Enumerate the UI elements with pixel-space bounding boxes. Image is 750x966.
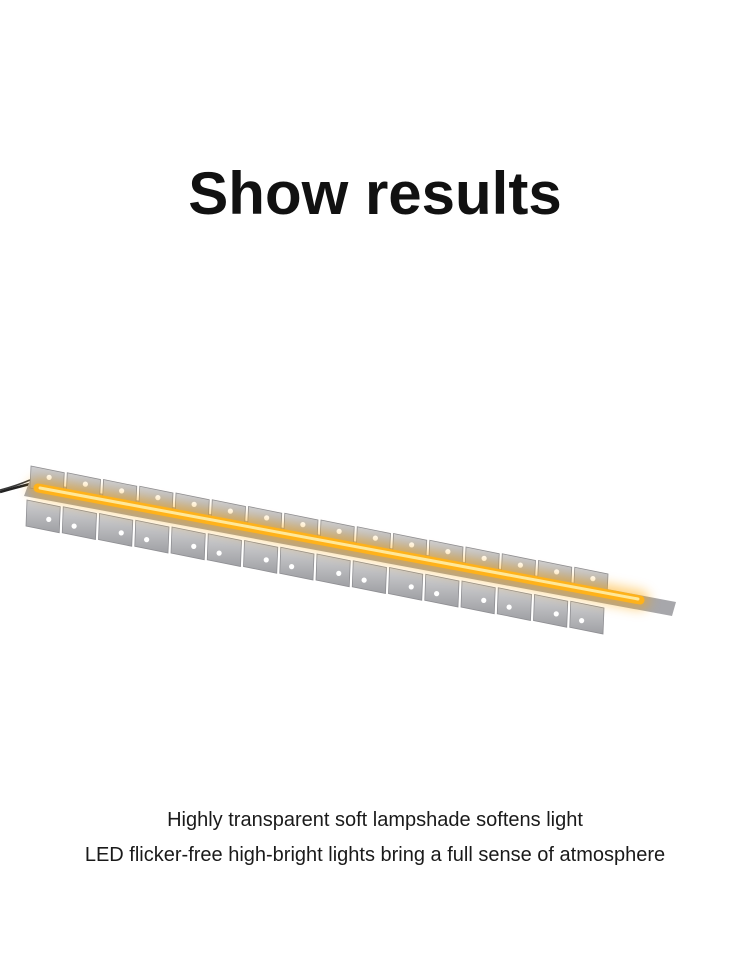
lower-panel-segment	[243, 540, 279, 574]
page-title: Show results	[188, 160, 562, 227]
lower-panel-segment	[98, 513, 134, 547]
mount-hole	[289, 564, 295, 570]
lower-panel-segment	[25, 499, 61, 534]
mount-hole	[155, 495, 161, 501]
mount-hole	[481, 597, 487, 603]
mount-hole	[590, 576, 596, 582]
mount-hole	[264, 515, 270, 521]
power-wire	[0, 482, 31, 494]
mount-hole	[263, 557, 269, 563]
lower-panel-segment	[206, 533, 242, 567]
mount-hole	[409, 542, 415, 548]
lower-panel-segment	[424, 573, 460, 608]
mount-hole	[434, 591, 440, 597]
mount-hole	[361, 577, 367, 583]
lower-panel-segment	[460, 580, 496, 615]
lower-panel-segment	[388, 567, 424, 601]
lower-panel-segment	[134, 519, 170, 554]
caption-line-2: LED flicker-free high-bright lights brin…	[84, 844, 666, 866]
lower-panel-segment	[569, 600, 605, 635]
lower-panel-segment	[61, 506, 97, 540]
mount-hole	[554, 569, 560, 575]
mount-hole	[408, 584, 414, 590]
mount-hole	[336, 570, 342, 576]
mount-hole	[372, 535, 378, 541]
led-strip-photo	[0, 465, 676, 635]
mount-hole	[517, 562, 523, 568]
lower-panel-segment	[496, 587, 532, 621]
mount-hole	[553, 611, 559, 617]
mount-hole	[579, 618, 585, 624]
mount-hole	[227, 508, 233, 514]
mount-hole	[481, 555, 487, 561]
mount-hole	[119, 488, 125, 494]
lower-panel-segment	[533, 594, 569, 628]
mount-hole	[118, 530, 124, 536]
mount-hole	[71, 523, 77, 529]
power-wire-2	[0, 479, 31, 491]
caption-line-1: Highly transparent soft lampshade soften…	[167, 809, 583, 831]
mount-hole	[191, 501, 197, 507]
mount-hole	[336, 528, 342, 534]
mount-hole	[82, 481, 88, 487]
mount-hole	[445, 549, 451, 555]
mount-hole	[46, 474, 52, 480]
lower-panel-segment	[351, 560, 387, 594]
mount-hole	[46, 516, 52, 522]
mount-hole	[144, 537, 150, 543]
lower-panel-segments	[25, 499, 605, 635]
mount-hole	[191, 543, 197, 549]
led-core	[38, 486, 640, 601]
mount-hole	[216, 550, 222, 556]
mount-hole	[506, 604, 512, 610]
mount-hole	[300, 522, 306, 528]
lower-panel-segment	[170, 526, 206, 561]
lower-panel-segment	[279, 546, 315, 581]
lower-panel-segment	[315, 553, 351, 588]
